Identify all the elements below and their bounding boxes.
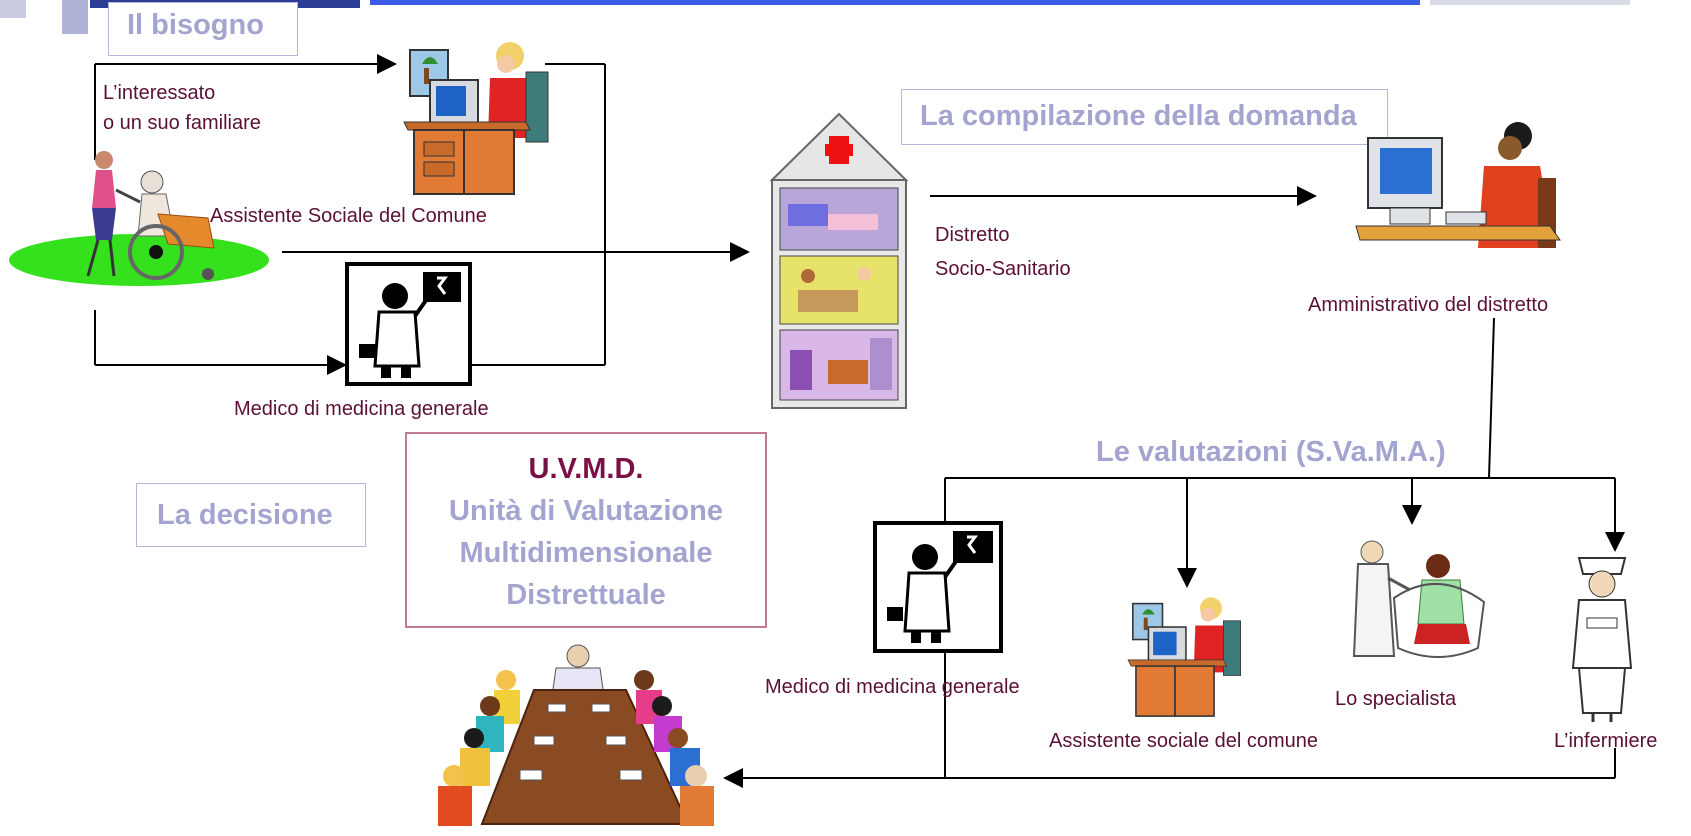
social-worker-bottom-label: Assistente sociale del comune [1049,730,1319,752]
gp-bottom-label: Medico di medicina generale [765,676,1020,698]
specialist-icon [1352,540,1486,658]
application-heading-box: La compilazione della domanda [901,89,1388,145]
uvmd-line-3: Distrettuale [506,579,666,611]
district-admin-label: Amministrativo del distretto [1308,294,1549,316]
corner-decoration [0,0,26,18]
doctor-icon-bottom [873,521,1003,653]
uvmd-code: U.V.M.D. [528,453,644,485]
interested-label-1: L’interessato [103,82,216,104]
uvmd-line-2: Multidimensionale [459,537,713,569]
district-label-1: Distretto [935,224,1010,246]
gp-top-label: Medico di medicina generale [234,398,489,420]
top-accent-bar [370,0,1420,5]
doctor-icon [345,262,472,386]
need-heading-box: Il bisogno [108,2,298,56]
need-heading: Il bisogno [127,9,264,41]
patient-wheelchair-icon [9,151,269,286]
specialist-label: Lo specialista [1335,688,1457,710]
nurse-icon [1571,557,1633,722]
social-worker-desk-icon [403,42,549,195]
social-worker-desk-icon-bottom [1127,597,1242,717]
district-building-icon [769,112,909,409]
uvmd-line-1: Unità di Valutazione [449,495,723,527]
decision-heading-box: La decisione [136,483,366,547]
admin-computer-icon [1355,122,1561,248]
district-label-2: Socio-Sanitario [935,258,1071,280]
assessments-heading: Le valutazioni (S.Va.M.A.) [1092,436,1450,469]
uvmd-box: U.V.M.D. Unità di Valutazione Multidimen… [405,432,767,628]
nurse-label: L’infermiere [1554,730,1658,752]
decision-heading: La decisione [157,499,333,531]
interested-label-2: o un suo familiare [103,112,261,134]
top-grey-bar [1430,0,1630,5]
corner-decoration-2 [62,0,88,34]
meeting-table-icon [438,644,714,826]
application-heading: La compilazione della domanda [920,100,1357,132]
social-worker-label: Assistente Sociale del Comune [210,205,487,227]
